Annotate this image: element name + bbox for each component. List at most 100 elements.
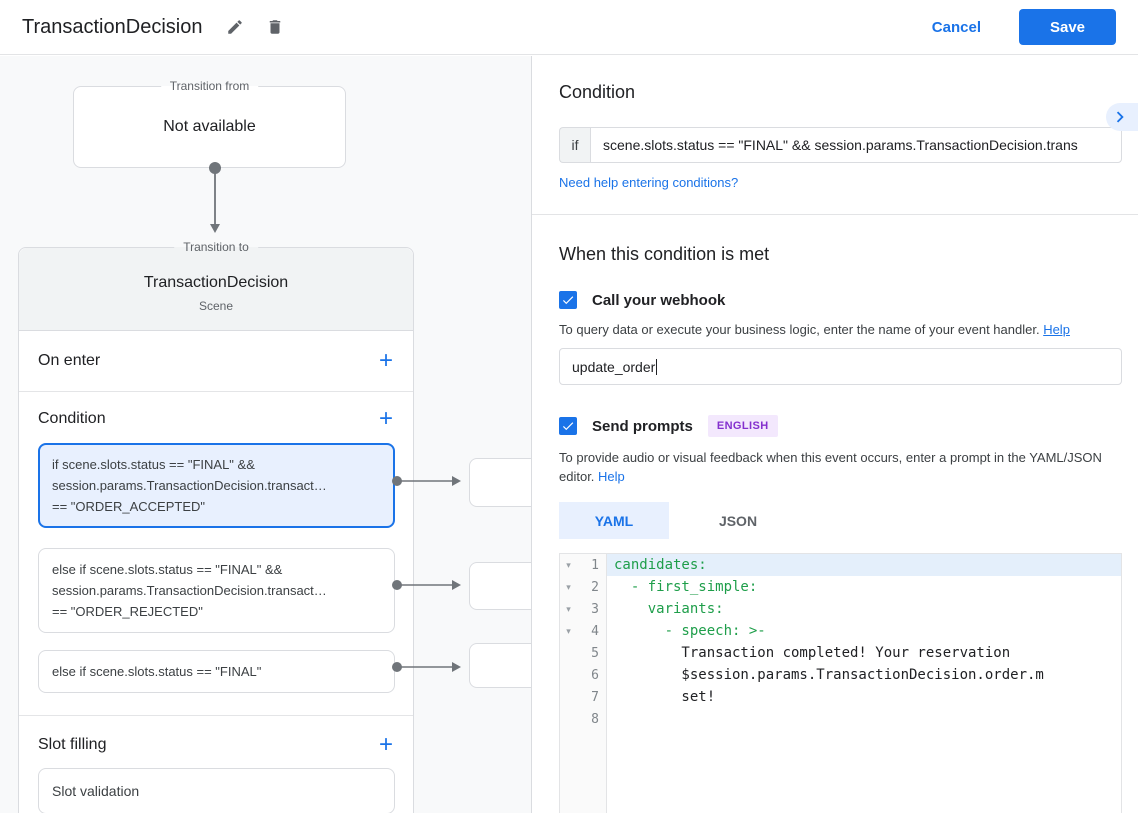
transition-target-node[interactable] — [469, 643, 531, 688]
code-text: - speech: >- — [614, 623, 766, 639]
save-button[interactable]: Save — [1019, 9, 1116, 45]
top-bar: TransactionDecision Cancel Save — [0, 0, 1138, 55]
call-webhook-label: Call your webhook — [592, 291, 726, 309]
line-number: 8 — [591, 711, 599, 727]
prompts-helper-text: To provide audio or visual feedback when… — [559, 448, 1122, 486]
condition-card-line: session.params.TransactionDecision.trans… — [52, 583, 327, 598]
transition-target-node[interactable] — [469, 458, 531, 507]
language-badge: ENGLISH — [707, 415, 778, 437]
code-text: $session.params.TransactionDecision.orde… — [614, 667, 1044, 683]
add-slot-button[interactable]: + — [378, 731, 393, 758]
conditions-help-link[interactable]: Need help entering conditions? — [559, 175, 739, 190]
line-number: 6 — [591, 667, 599, 683]
on-enter-label: On enter — [38, 352, 101, 369]
condition-section-label: Condition — [38, 410, 106, 427]
condition-card-line: == "ORDER_REJECTED" — [52, 604, 203, 619]
code-text: variants: — [614, 601, 724, 617]
send-prompts-row: Send prompts ENGLISH — [559, 415, 1122, 437]
condition-editor-panel: Condition if scene.slots.status == "FINA… — [531, 56, 1138, 813]
checkmark-icon — [561, 293, 575, 307]
collapse-arrow-icon[interactable]: ▾ — [566, 603, 571, 614]
trash-icon — [266, 18, 284, 36]
collapse-arrow-icon[interactable]: ▾ — [566, 581, 571, 592]
condition-cards: if scene.slots.status == "FINAL" && sessi… — [38, 443, 395, 693]
send-prompts-checkbox[interactable] — [559, 417, 577, 435]
line-number: 4 — [591, 623, 599, 639]
edit-title-button[interactable] — [222, 14, 248, 40]
prompts-help-link[interactable]: Help — [598, 469, 625, 484]
editor-line[interactable]: ▾ 3 variants: — [560, 598, 1121, 620]
section-divider — [532, 214, 1138, 215]
scene-header: TransactionDecision Scene — [19, 248, 413, 331]
chevron-right-icon — [1109, 106, 1131, 128]
editor-gutter: 6 — [560, 664, 607, 686]
tab-json[interactable]: JSON — [718, 512, 758, 529]
scene-subtitle: Scene — [198, 298, 234, 313]
editor-line[interactable]: 5 Transaction completed! Your reservatio… — [560, 642, 1121, 664]
add-on-enter-button[interactable]: + — [378, 347, 393, 374]
slot-validation-card[interactable]: Slot validation — [38, 768, 395, 813]
page-title: TransactionDecision — [22, 15, 203, 38]
on-enter-row: On enter + — [19, 331, 413, 392]
pencil-icon — [226, 18, 244, 36]
editor-gutter: ▾2 — [560, 576, 607, 598]
condition-card-line: == "ORDER_ACCEPTED" — [52, 499, 205, 514]
main-area: Transition from Not available — [0, 56, 1138, 813]
transition-from-value: Not available — [163, 118, 256, 135]
line-number: 7 — [591, 689, 599, 705]
line-number: 2 — [591, 579, 599, 595]
condition-expression-input[interactable]: scene.slots.status == "FINAL" && session… — [590, 127, 1122, 163]
editor-gutter: 8 — [560, 708, 607, 730]
condition-section: Condition + if scene.slots.status == "FI… — [19, 392, 413, 716]
gutter-divider — [606, 554, 607, 813]
collapse-panel-button[interactable] — [1106, 103, 1138, 131]
editor-line[interactable]: 6 $session.params.TransactionDecision.or… — [560, 664, 1121, 686]
code-text: candidates: — [607, 554, 1121, 576]
scene-diagram-panel: Transition from Not available — [0, 56, 531, 813]
send-prompts-label: Send prompts — [592, 417, 693, 435]
condition-card-selected[interactable]: if scene.slots.status == "FINAL" &&sessi… — [38, 443, 395, 528]
editor-tabs: YAML JSON — [559, 502, 1122, 539]
cancel-button[interactable]: Cancel — [931, 18, 981, 36]
delete-scene-button[interactable] — [262, 14, 288, 40]
tab-yaml[interactable]: YAML — [559, 502, 669, 539]
editor-gutter: 7 — [560, 686, 607, 708]
condition-card-line: if scene.slots.status == "FINAL" && — [52, 457, 255, 472]
code-text — [607, 708, 1121, 730]
add-condition-button[interactable]: + — [378, 405, 393, 432]
if-prefix-label: if — [559, 127, 590, 163]
code-text: set! — [614, 689, 716, 705]
transition-from-box: Transition from Not available — [73, 79, 346, 168]
transition-to-card: Transition to TransactionDecision Scene … — [18, 240, 414, 813]
condition-card[interactable]: else if scene.slots.status == "FINAL" &&… — [38, 548, 395, 633]
condition-panel-title: Condition — [559, 82, 636, 102]
if-condition-row: if scene.slots.status == "FINAL" && sess… — [559, 127, 1122, 163]
transition-target-node[interactable] — [469, 562, 531, 610]
call-webhook-row: Call your webhook — [559, 291, 1122, 309]
transition-to-legend: Transition to — [174, 240, 258, 254]
editor-line[interactable]: ▾ 4 - speech: >- — [560, 620, 1121, 642]
code-text: Transaction completed! Your reservation — [614, 645, 1011, 661]
webhook-help-link[interactable]: Help — [1043, 322, 1070, 337]
editor-line[interactable]: 8 — [560, 708, 1121, 730]
editor-gutter: 5 — [560, 642, 607, 664]
collapse-arrow-icon[interactable]: ▾ — [566, 559, 571, 570]
condition-card[interactable]: else if scene.slots.status == "FINAL" — [38, 650, 395, 693]
line-number: 5 — [591, 645, 599, 661]
condition-card-line: else if scene.slots.status == "FINAL" — [52, 664, 262, 679]
line-number: 3 — [591, 601, 599, 617]
call-webhook-checkbox[interactable] — [559, 291, 577, 309]
prompts-helper-body: To provide audio or visual feedback when… — [559, 450, 1102, 484]
slot-validation-label: Slot validation — [52, 783, 140, 799]
condition-card-line: else if scene.slots.status == "FINAL" && — [52, 562, 283, 577]
editor-line[interactable]: 7 set! — [560, 686, 1121, 708]
webhook-name-input[interactable]: update_order — [559, 348, 1122, 385]
webhook-name-value: update_order — [572, 358, 656, 375]
editor-line[interactable]: ▾2 - first_simple: — [560, 576, 1121, 598]
collapse-arrow-icon[interactable]: ▾ — [566, 625, 571, 636]
slot-filling-section: Slot filling + Slot validation — [19, 716, 413, 813]
